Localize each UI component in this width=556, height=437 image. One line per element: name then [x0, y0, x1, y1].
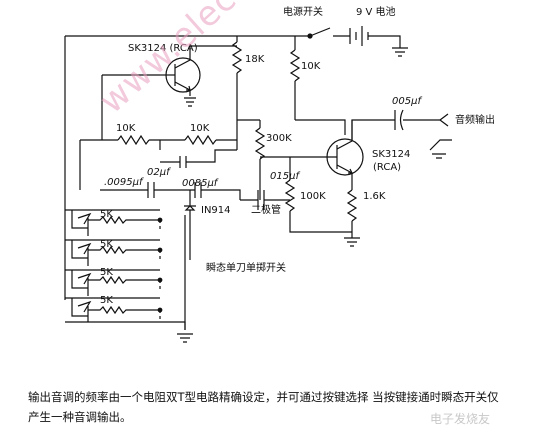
resistor-300k [254, 127, 266, 160]
label-c-02: 02μf [147, 167, 170, 178]
label-diode: IN914 [201, 205, 231, 216]
label-switch: 瞬态单刀单掷开关 [206, 263, 286, 274]
label-c-0095: .0095μf [104, 177, 143, 188]
label-r-10k-left: 10K [116, 123, 136, 134]
label-q1-model: SK3124 (RCA) [128, 43, 198, 54]
label-r-18k: 18K [245, 54, 265, 65]
label-diode-cn: 二极管 [251, 205, 281, 216]
switch-ladder [65, 209, 193, 343]
label-q2-model: SK3124 [372, 149, 411, 160]
capacitor-005-plate [399, 109, 404, 131]
capacitor-02 [179, 156, 187, 168]
ground-output [429, 139, 452, 159]
ground-switches [177, 333, 193, 343]
power-switch [309, 27, 331, 37]
label-r-10k-right: 10K [301, 61, 321, 72]
resistor-1-6k [346, 189, 358, 222]
label-pot-4: 5K [100, 295, 113, 306]
caption-line-1: 输出音调的频率由一个电阻双T型电路精确设定，并可通过按键选择 当按键接通时瞬态开… [28, 390, 499, 404]
label-battery: 9 V 电池 [356, 7, 396, 18]
label-pot-3: 5K [100, 267, 113, 278]
caption-line-2: 产生一种音调输出。 [28, 410, 132, 424]
label-r-300k: 300K [266, 133, 292, 144]
ground-battery [392, 47, 408, 57]
resistor-100k [284, 179, 296, 212]
label-q2-brand: (RCA) [373, 162, 402, 173]
label-r-10k-mid: 10K [190, 123, 210, 134]
audio-output-arrow [439, 113, 449, 127]
label-pot-1: 5K [100, 209, 113, 220]
resistor-18k [231, 41, 243, 74]
label-audio-out: 音频输出 [455, 115, 495, 126]
label-pot-2: 5K [100, 239, 113, 250]
capacitor-0095 [147, 182, 155, 198]
resistor-10k-left [117, 134, 150, 146]
label-c-015: 015μf [270, 171, 299, 182]
label-c-005: 005μf [392, 96, 421, 107]
resistor-10k-right [289, 49, 301, 82]
footer-watermark: 电子发烧友 [430, 412, 491, 426]
label-power-switch: 电源开关 [283, 7, 323, 18]
label-c-0085: 0085μf [182, 178, 218, 189]
label-r-1-6k: 1.6K [363, 191, 386, 202]
diode-in914 [184, 205, 196, 211]
label-r-100k: 100K [300, 191, 326, 202]
battery-symbol [349, 26, 369, 46]
ground-q1 [184, 97, 196, 107]
resistor-10k-mid [184, 134, 217, 146]
ground-q2 [344, 237, 360, 247]
